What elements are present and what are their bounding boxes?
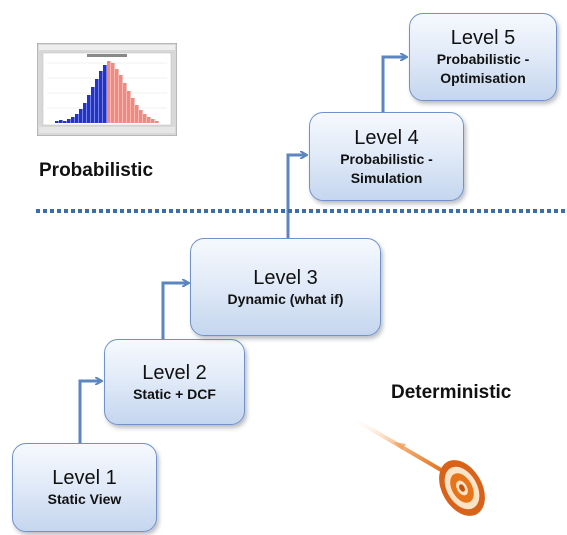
connector-l3-l4 bbox=[286, 155, 306, 238]
histogram-bar bbox=[123, 83, 127, 123]
histogram-bar bbox=[135, 105, 139, 123]
level-5-title: Level 5 bbox=[450, 27, 516, 49]
level-2-title: Level 2 bbox=[142, 361, 207, 384]
histogram-bar bbox=[75, 114, 79, 123]
histogram-bar bbox=[151, 119, 155, 123]
histogram-bar bbox=[55, 121, 59, 123]
probabilistic-deterministic-divider bbox=[36, 209, 567, 213]
histogram-bar bbox=[71, 117, 75, 123]
histogram-bar bbox=[59, 120, 63, 123]
level-1-box: Level 1 Static View bbox=[12, 443, 157, 532]
histogram-bar bbox=[119, 75, 123, 123]
histogram-bar bbox=[67, 119, 71, 123]
level-3-title: Level 3 bbox=[253, 266, 318, 289]
histogram-bar bbox=[127, 91, 131, 123]
histogram-bar bbox=[115, 69, 119, 123]
histogram-bar bbox=[95, 79, 99, 123]
connector-l4-l5 bbox=[381, 57, 406, 112]
histogram-bar bbox=[99, 71, 103, 123]
histogram-bar bbox=[147, 117, 151, 123]
histogram-bar bbox=[83, 103, 87, 123]
level-4-title: Level 4 bbox=[354, 126, 419, 149]
histogram-bar bbox=[87, 95, 91, 123]
level-2-desc: Static + DCF bbox=[133, 385, 216, 402]
deterministic-label: Deterministic bbox=[391, 382, 512, 403]
level-3-desc: Dynamic (what if) bbox=[227, 290, 344, 307]
level-5-box: Level 5 Probabilistic - Optimisation bbox=[409, 13, 557, 101]
level-5-desc: Probabilistic - Optimisation bbox=[436, 51, 530, 86]
level-2-box: Level 2 Static + DCF bbox=[104, 339, 245, 425]
histogram-bar bbox=[155, 121, 159, 123]
connector-l2-l3 bbox=[161, 283, 188, 339]
level-3-box: Level 3 Dynamic (what if) bbox=[190, 238, 381, 336]
histogram-bar bbox=[103, 65, 107, 123]
histogram-bar bbox=[139, 110, 143, 123]
histogram-bar bbox=[91, 87, 95, 123]
histogram-bar bbox=[79, 109, 83, 123]
probabilistic-label: Probabilistic bbox=[39, 160, 154, 181]
histogram-bar bbox=[63, 121, 67, 123]
histogram-bar bbox=[111, 63, 115, 123]
histogram-bar bbox=[143, 114, 147, 123]
level-4-box: Level 4 Probabilistic - Simulation bbox=[309, 112, 464, 201]
histogram-bar bbox=[131, 98, 135, 123]
target-dart-icon bbox=[350, 416, 485, 516]
level-4-desc: Probabilistic - Simulation bbox=[340, 150, 433, 186]
level-1-desc: Static View bbox=[47, 491, 122, 507]
connector-l1-l2 bbox=[78, 381, 101, 443]
histogram-bar bbox=[107, 61, 111, 123]
level-1-title: Level 1 bbox=[52, 467, 117, 489]
histogram-thumbnail-icon bbox=[37, 43, 177, 136]
